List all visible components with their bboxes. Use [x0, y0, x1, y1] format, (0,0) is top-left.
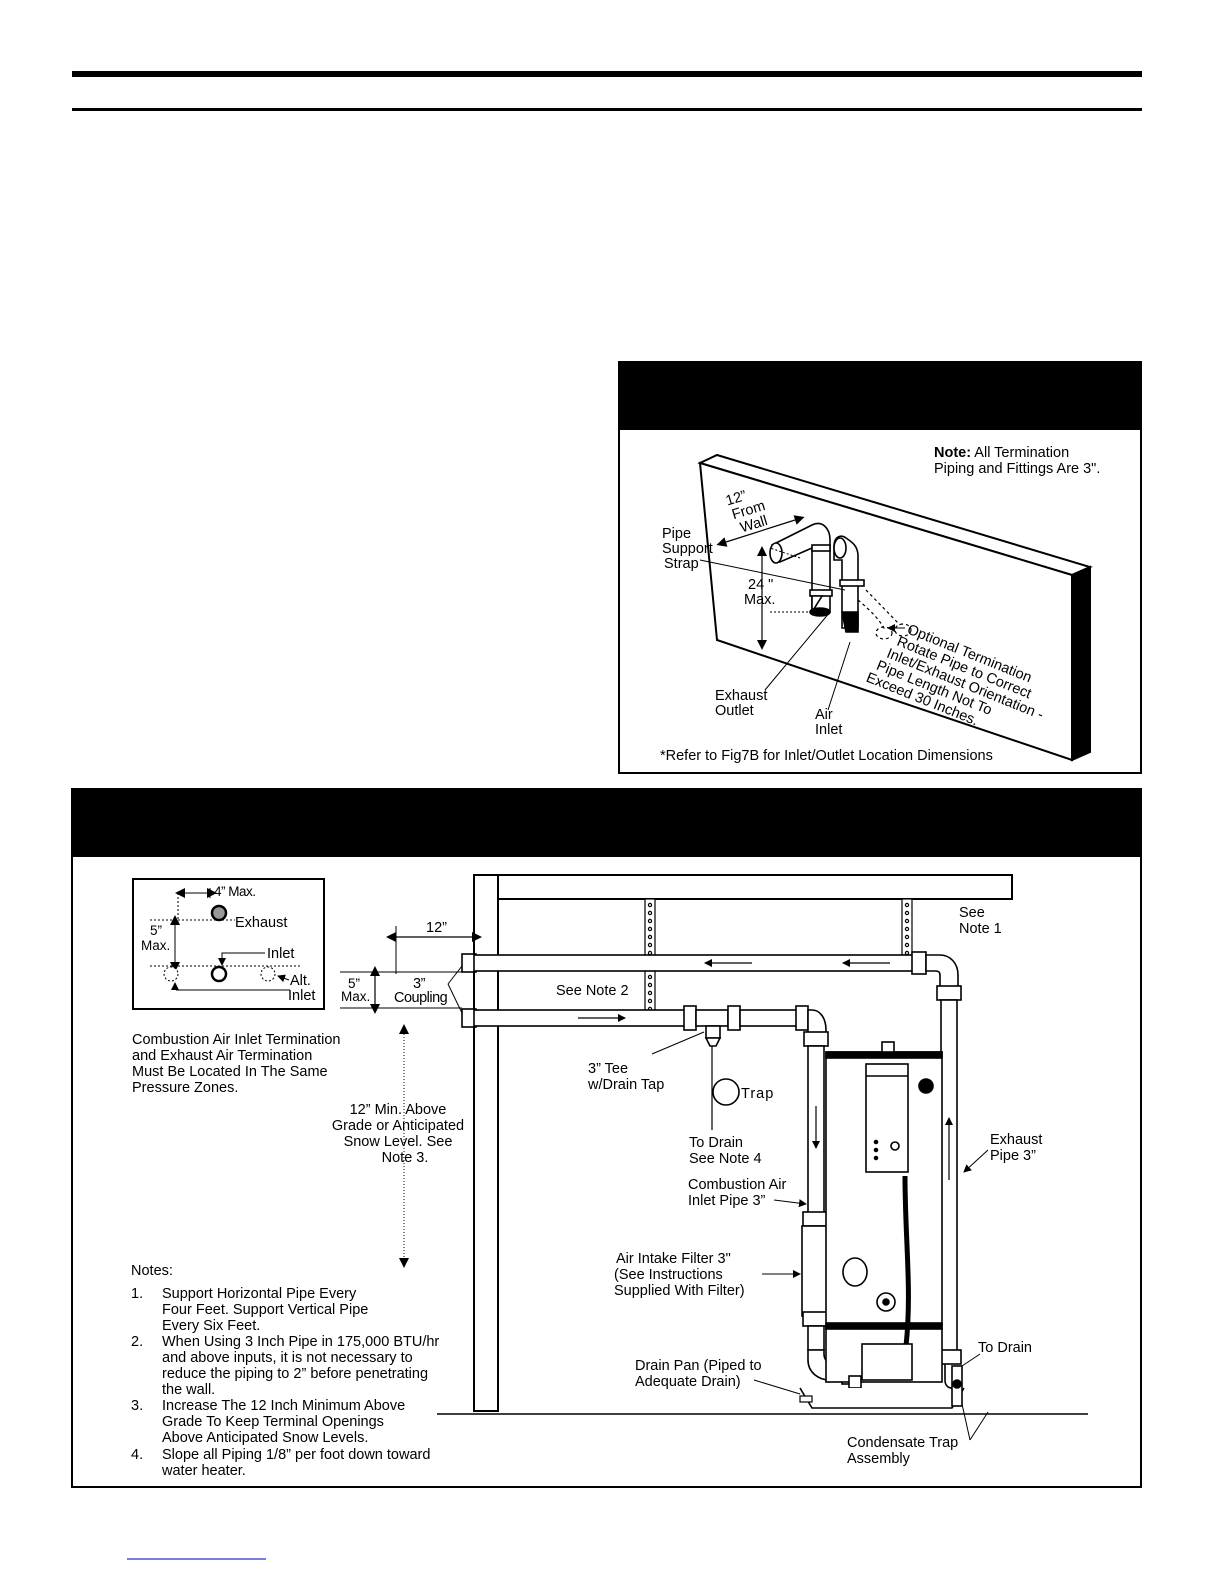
alt-inlet-opening-icon [260, 966, 276, 982]
strap-leader [699, 559, 846, 591]
optional-termination-dashed [857, 589, 912, 640]
air-inlet-label: Air Inlet [815, 707, 842, 738]
header-rule-thick [72, 71, 1142, 77]
inlet-opening-icon [210, 965, 228, 983]
coupling-label: 3” Coupling [394, 976, 448, 1006]
svg-text:Wall: Wall [738, 513, 769, 536]
see-note-2-label: See Note 2 [556, 983, 629, 999]
inset-exhaust-label: Exhaust [235, 915, 287, 931]
exhaust-outlet-leader [764, 611, 831, 691]
to-drain-label: To Drain [978, 1340, 1032, 1356]
note-label-line2: Piping and Fittings Are 3". [934, 461, 1100, 477]
condensate-leader [961, 1403, 971, 1441]
termination-inset: 4” Max. Exhaust 5” Max. Inlet Alt. Inlet [132, 878, 325, 1010]
note-4: 4. Slope all Piping 1/8” per foot down t… [131, 1447, 434, 1479]
water-heater [825, 1041, 943, 1389]
min-12-label: 12” Min. Above Grade or Anticipated Snow… [332, 1102, 468, 1166]
figure-a: Note: All Termination Piping and Fitting… [618, 361, 1142, 774]
notes-block: Notes: 1. Support Horizontal Pipe Every … [131, 1263, 443, 1479]
air-inlet-pipe [833, 535, 865, 633]
air-inlet-leader [827, 641, 851, 711]
alt-inlet-opening-icon-left [163, 966, 179, 982]
to-drain-leader [961, 1353, 981, 1367]
svg-text:12”: 12” [724, 488, 749, 509]
condensate-trap [944, 1364, 963, 1407]
dashed-wall-line [769, 547, 801, 559]
tee-leader [651, 1031, 705, 1055]
from-wall-dimension [716, 515, 805, 547]
drain-pan-leader [753, 1379, 801, 1395]
from-wall-label: 12” From Wall [724, 488, 770, 536]
condensate-label: Condensate Trap Assembly [847, 1435, 962, 1467]
figure-b: 4” Max. Exhaust 5” Max. Inlet Alt. Inlet… [71, 788, 1142, 1488]
combustion-inlet-label: Combustion Air Inlet Pipe 3” [688, 1177, 790, 1209]
drain-pan-outlet [799, 1395, 813, 1403]
note-1: 1. Support Horizontal Pipe Every Four Fe… [131, 1286, 372, 1334]
coupling-leader-2 [447, 983, 463, 1014]
side-max-5-label: 5” Max. [341, 976, 370, 1004]
trap-label: Trap [741, 1086, 774, 1102]
control-box [865, 1063, 909, 1173]
drain-pan-label: Drain Pan (Piped to Adequate Drain) [635, 1358, 766, 1390]
control-knob-icon [890, 1141, 900, 1151]
refer-fig7b-label: *Refer to Fig7B for Inlet/Outlet Locatio… [660, 748, 993, 764]
inlet-pipe-leader [773, 1199, 807, 1208]
access-port-icon [842, 1257, 868, 1287]
see-note-1-label: See Note 1 [959, 905, 1002, 937]
pipe-support-strap-label: Pipe Support Strap [662, 526, 717, 572]
max-24-label: 24 " Max. [744, 577, 777, 608]
figure-a-title-bar [619, 362, 1141, 430]
exhaust-opening-icon [210, 904, 228, 922]
coupling-leader-1 [447, 965, 463, 985]
header-rule-thin [72, 108, 1142, 111]
condensate-leader-2 [969, 1411, 989, 1441]
pressure-zones-label: Combustion Air Inlet Termination and Exh… [132, 1032, 345, 1096]
dim-12-label: 12” [426, 920, 447, 936]
air-filter-label: Air Intake Filter 3" (See Instructions S… [614, 1251, 745, 1299]
inset-max-5-label: 5” Max. [141, 923, 170, 953]
alt-inlet-label: Alt. Inlet [288, 973, 315, 1004]
notes-title: Notes: [131, 1263, 173, 1279]
trap-symbol [711, 1046, 740, 1130]
note-label: Note: All Termination [934, 445, 1069, 461]
max-4-label: 4” Max. [214, 884, 256, 899]
figure-b-title-bar [72, 789, 1141, 857]
drain-pan [799, 1387, 965, 1409]
exhaust-outlet-label: Exhaust Outlet [715, 688, 771, 719]
exhaust-pipe-leader [963, 1149, 989, 1173]
note-3: 3. Increase The 12 Inch Minimum Above Gr… [131, 1398, 409, 1446]
blower-icon [918, 1078, 934, 1094]
note-2: 2. When Using 3 Inch Pipe in 175,000 BTU… [131, 1334, 443, 1398]
flow-arrows [578, 959, 953, 1180]
to-drain-note4-label: To Drain See Note 4 [689, 1135, 762, 1167]
exhaust-pipe-label: Exhaust Pipe 3” [990, 1132, 1046, 1164]
tee-label: 3” Tee w/Drain Tap [587, 1061, 664, 1093]
inset-inlet-label: Inlet [267, 946, 294, 962]
